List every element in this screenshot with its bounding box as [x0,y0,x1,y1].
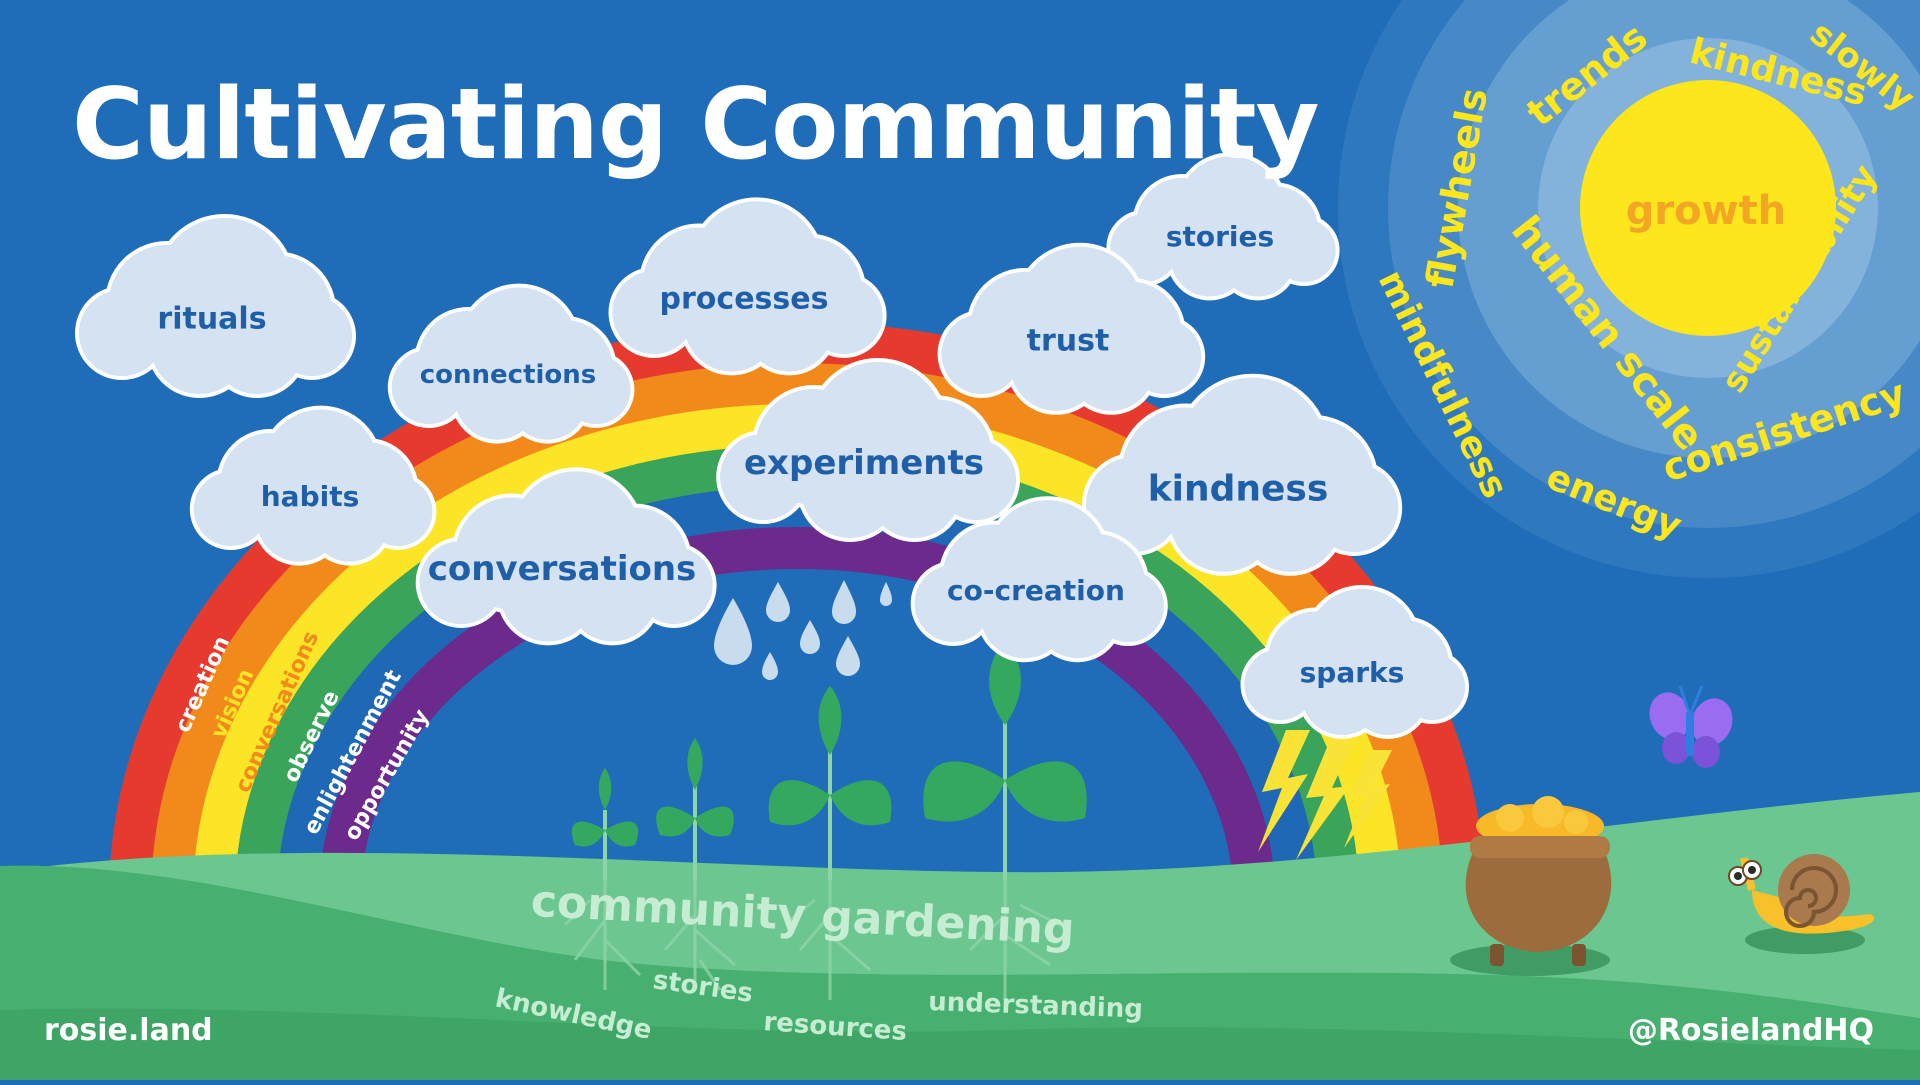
cloud-habits: habits [189,405,437,566]
cloud-conversations: conversations [415,467,717,646]
raindrops [714,580,892,680]
cloud-label-conversations: conversations [428,549,697,589]
lightning-bolts [1258,730,1392,860]
footer-handle: @RosielandHQ [1627,1013,1874,1048]
raindrop [836,636,860,676]
leaf [656,806,695,837]
cloud-puff-fill [211,302,303,394]
cloud-label-habits: habits [261,480,360,513]
cloud-puff-fill [1239,470,1341,572]
cloud-label-sparks: sparks [1300,656,1405,689]
leaf [830,780,892,826]
butterfly [1649,685,1733,768]
cloud-puff-fill [310,482,390,562]
plant-stems [603,700,1007,880]
leaf [989,640,1021,725]
raindrop [766,582,790,622]
leaf [1005,761,1087,822]
cloud-stories: stories [1106,152,1340,301]
snail [1728,854,1875,954]
root-word-understanding: understanding [928,987,1144,1024]
raindrop [714,598,752,665]
cloud-puff-fill [868,446,961,538]
pot-of-gold [1450,796,1612,976]
leaf [687,738,703,790]
sun [1580,80,1836,336]
footer-website: rosie.land [44,1013,213,1048]
rainbow-band-purple [319,527,1275,899]
cloud-label-processes: processes [660,282,829,317]
butterfly-wing [1691,698,1733,746]
plant-roots [563,880,1071,1000]
leaf [695,806,734,837]
raindrop [762,652,778,680]
cloud-experiments: experiments [716,358,1020,542]
gold-coin [1496,804,1524,832]
cloud-puff-fill [500,546,596,642]
leaf [923,761,1005,822]
raindrop [880,582,892,606]
gold-coin [1564,810,1588,834]
snail-shadow [1745,926,1865,954]
leaf [818,686,842,755]
pot-body [1465,850,1612,952]
cloud-label-connections: connections [420,360,597,390]
raindrop [800,620,820,654]
cloud-puff-fill [1221,223,1295,297]
snail-shell-spiral [1784,866,1838,928]
cloud-sparks: sparks [1240,585,1469,739]
cloud-label-kindness: kindness [1148,469,1329,510]
hill-bottom [0,1008,1920,1080]
butterfly-wing [1662,732,1690,764]
plant-leaves [571,640,1087,847]
pot-leg [1490,944,1504,966]
gold-coin [1532,796,1564,828]
cloud-puff-fill [568,552,657,642]
leaf [605,821,639,847]
lightning-bolt [1296,740,1354,860]
leaf [768,780,830,826]
butterfly-body [1686,710,1694,756]
lightning-bolt [1258,730,1310,852]
raindrop [832,580,856,624]
leaf [571,821,605,847]
pot-leg [1572,944,1586,966]
cloud-puff-fill [1350,659,1426,735]
cloud-label-rituals: rituals [157,302,266,337]
cloud-processes: processes [608,197,887,376]
cloud-puff-fill [507,360,588,440]
page-title: Cultivating Community [72,68,1320,182]
cloud-kindness: kindness [1082,373,1403,576]
garden-plants [563,640,1087,1000]
cloud-puff-fill [744,282,834,372]
cloud-co-creation: co-creation [910,496,1168,663]
cloud-puff-fill [1036,575,1119,659]
butterfly-wing [1649,692,1691,740]
butterfly-antennae [1678,685,1704,711]
cloud-label-stories: stories [1166,220,1274,253]
cloud-rituals: rituals [75,214,356,398]
leaf [598,768,612,810]
pot-rim [1470,836,1610,858]
cloud-puff-fill [1068,325,1154,411]
butterfly-wing [1692,736,1720,768]
cloud-label-experiments: experiments [744,443,984,483]
lightning-bolt [1344,750,1392,848]
sun-center-label: growth [1626,188,1786,234]
cloud-label-co-creation: co-creation [947,574,1125,607]
cloud-connections: connections [387,283,635,444]
clouds: rituals connections processes stories trust h… [75,152,1469,739]
cloud-trust: trust [937,242,1206,415]
cloud-label-trust: trust [1027,324,1110,359]
